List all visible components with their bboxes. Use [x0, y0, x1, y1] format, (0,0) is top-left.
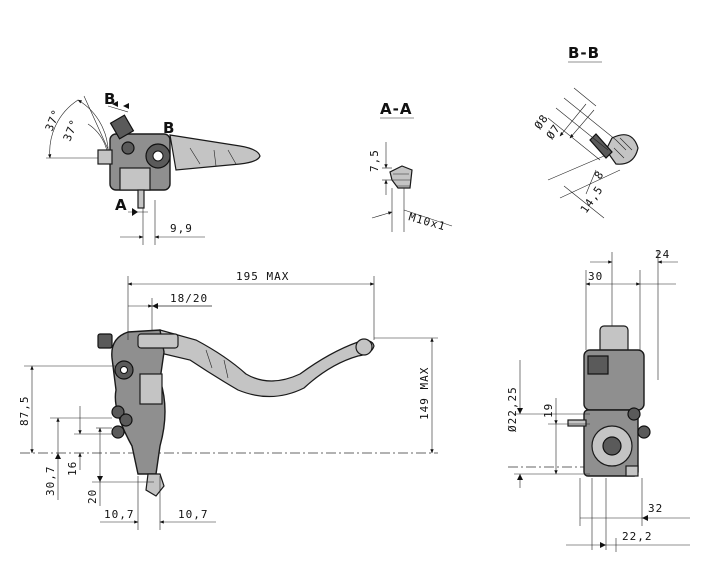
dim-16: 16 — [66, 461, 79, 476]
dim-87-5: 87,5 — [18, 396, 31, 427]
dim-8: 8 — [592, 168, 607, 182]
section-marker-b-1: B — [104, 90, 116, 108]
section-title-bb: B-B — [568, 44, 600, 62]
dim-14-5: 14,5 — [578, 183, 606, 215]
angle-37-inner: 37° — [61, 117, 82, 143]
dim-149-max: 149 MAX — [418, 367, 431, 420]
front-view — [508, 250, 690, 552]
dim-30-7: 30,7 — [44, 466, 57, 497]
section-marker-b-2: B — [163, 119, 175, 137]
dim-24: 24 — [655, 248, 670, 261]
dim-7-5: 7,5 — [368, 149, 381, 172]
dim-19: 19 — [542, 403, 555, 418]
top-view — [46, 95, 261, 245]
thread-m10x1: M10x1 — [407, 210, 447, 233]
section-marker-a: A — [115, 196, 128, 214]
angle-37-outer: 37° — [43, 107, 64, 133]
dim-30: 30 — [588, 270, 603, 283]
dim-32: 32 — [648, 502, 663, 515]
section-aa-view — [371, 117, 453, 232]
dim-bore-22-25: Ø22,25 — [506, 386, 519, 432]
section-title-aa: A-A — [380, 100, 412, 118]
dim-20: 20 — [86, 489, 99, 504]
dim-195-max: 195 MAX — [236, 270, 289, 283]
section-bb-view — [547, 61, 639, 219]
dim-10-7-left: 10,7 — [104, 508, 135, 521]
dim-10-7-right: 10,7 — [178, 508, 209, 521]
side-view — [20, 276, 438, 530]
dim-18-20: 18/20 — [170, 292, 208, 305]
dim-22-2: 22,2 — [622, 530, 653, 543]
dim-9-9: 9,9 — [170, 222, 193, 235]
